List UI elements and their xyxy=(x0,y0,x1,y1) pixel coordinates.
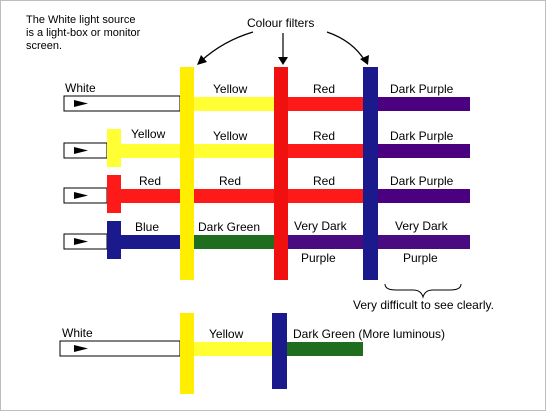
row2-seg1-label: Yellow xyxy=(213,129,248,143)
bottom-seg1-label: Yellow xyxy=(209,327,244,341)
row2-seg1 xyxy=(194,144,274,158)
row3-seg3 xyxy=(378,189,470,203)
arrowhead-blue-filter xyxy=(360,55,369,65)
red-filter xyxy=(274,67,288,280)
row1-seg1-label: Yellow xyxy=(213,82,248,96)
arrow-to-blue-filter xyxy=(326,31,366,62)
row4-seg1-label: Dark Green xyxy=(198,220,260,234)
row2-seg2 xyxy=(288,144,363,158)
row3-beam-arrow-icon xyxy=(74,192,88,199)
difficult-note: Very difficult to see clearly. xyxy=(353,298,494,312)
row1-seg2-label: Red xyxy=(313,82,335,96)
row1-seg2 xyxy=(288,97,363,111)
row4-source-filter xyxy=(107,221,121,259)
row4-seg1 xyxy=(194,235,274,249)
arrowhead-yellow-filter xyxy=(197,55,207,65)
bottom-seg2 xyxy=(287,342,363,356)
row4-source-label: Blue xyxy=(135,220,159,234)
row4-seg3-label-line2: Purple xyxy=(403,251,438,265)
row4-seg2-label-line1: Very Dark xyxy=(294,219,348,233)
row3-seg1 xyxy=(194,189,274,203)
row1-seg1 xyxy=(194,97,274,111)
row2-source-beam xyxy=(121,144,180,158)
brace-icon xyxy=(384,283,462,299)
row3-source-label: Red xyxy=(139,174,161,188)
row2-beam-arrow-icon xyxy=(74,147,88,154)
row3-source-beam xyxy=(121,189,180,203)
bottom-seg2-label: Dark Green (More luminous) xyxy=(293,327,445,341)
bottom-beam-arrow-icon xyxy=(74,345,88,352)
bottom-yellow-filter xyxy=(180,313,194,394)
row2-seg3-label: Dark Purple xyxy=(390,129,454,143)
row3-seg1-label: Red xyxy=(219,174,241,188)
source-note-line1: The White light source xyxy=(26,14,135,26)
row1-seg3 xyxy=(378,97,470,111)
row4-seg3 xyxy=(378,235,470,249)
row4-seg3-label-line1: Very Dark xyxy=(395,219,449,233)
row2-seg3 xyxy=(378,144,470,158)
yellow-filter xyxy=(180,67,194,280)
row2-source-label: Yellow xyxy=(131,127,166,141)
row2-source-filter xyxy=(107,129,121,167)
arrowhead-red-filter xyxy=(278,57,288,65)
row1-seg3-label: Dark Purple xyxy=(390,82,454,96)
row3-seg2 xyxy=(288,189,363,203)
row1-beam-arrow-icon xyxy=(74,100,88,107)
row4-beam-arrow-icon xyxy=(74,238,88,245)
row1-source-label: White xyxy=(65,81,96,95)
bottom-blue-filter xyxy=(272,313,287,389)
arrow-to-yellow-filter xyxy=(200,31,254,62)
source-note-line2: is a light-box or monitor xyxy=(26,27,141,39)
blue-filter xyxy=(363,67,378,280)
row4-seg2 xyxy=(288,235,363,249)
row4-source-beam xyxy=(121,235,180,249)
row3-seg3-label: Dark Purple xyxy=(390,174,454,188)
bottom-source-label: White xyxy=(62,326,93,340)
row2-seg2-label: Red xyxy=(313,129,335,143)
colour-filters-label: Colour filters xyxy=(247,16,314,30)
bottom-seg1 xyxy=(194,342,272,356)
source-note-line3: screen. xyxy=(26,40,62,52)
row4-seg2-label-line2: Purple xyxy=(301,251,336,265)
row3-seg2-label: Red xyxy=(313,174,335,188)
row3-source-filter xyxy=(107,175,121,213)
